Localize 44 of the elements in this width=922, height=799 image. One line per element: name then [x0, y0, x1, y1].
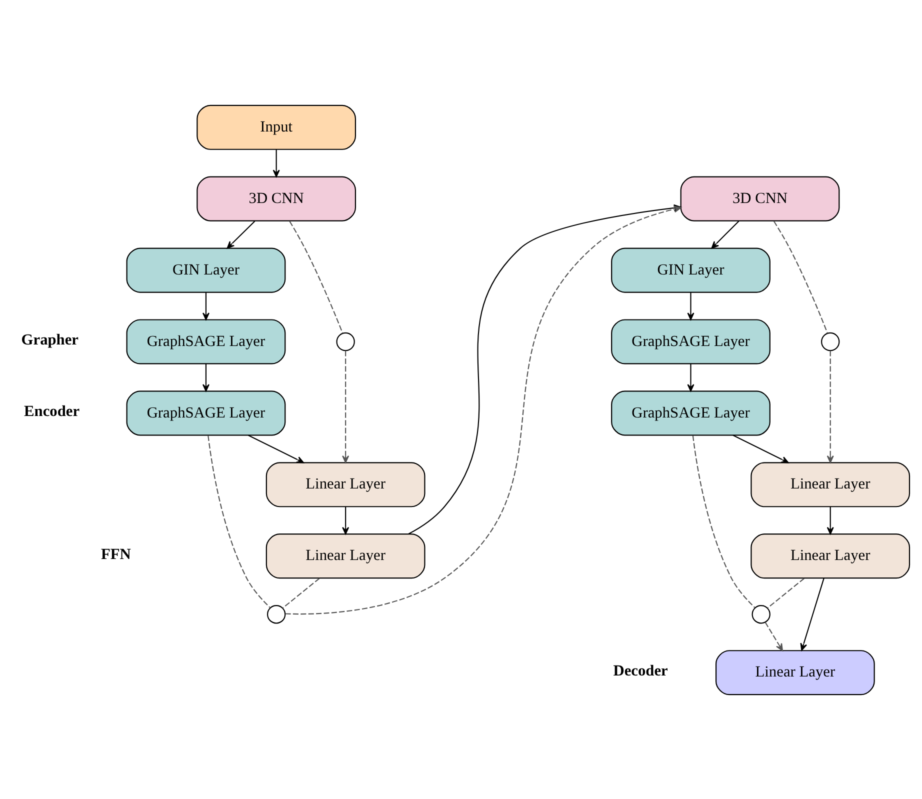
node-box: Linear Layer — [266, 533, 426, 578]
label: Decoder — [613, 662, 668, 680]
arrow — [711, 220, 740, 248]
node-box: Linear Layer — [750, 462, 910, 507]
node-box: GraphSAGE Layer — [126, 390, 286, 436]
connector — [289, 220, 344, 334]
arrow — [687, 292, 694, 320]
node-box: GraphSAGE Layer — [611, 390, 770, 436]
arrow — [732, 434, 789, 463]
arrow — [342, 506, 350, 534]
arrow — [764, 622, 783, 651]
arrow — [202, 364, 210, 392]
node-box: 3D CNN — [680, 176, 840, 221]
connector — [773, 220, 828, 333]
node-circle — [266, 604, 286, 624]
node-box: GIN Layer — [126, 247, 286, 292]
connector — [282, 577, 320, 608]
arrow — [826, 506, 834, 534]
arrow — [248, 434, 304, 463]
node-box: 3D CNN — [196, 176, 356, 221]
node-box: Linear Layer — [715, 650, 875, 695]
arrow — [342, 350, 350, 463]
connector — [767, 577, 805, 608]
connector — [692, 434, 756, 608]
node-circle — [752, 604, 770, 624]
label: Encoder — [24, 402, 80, 420]
arrow — [272, 149, 280, 177]
arrow — [226, 220, 256, 248]
node-box: Input — [196, 104, 356, 150]
arrow — [800, 578, 824, 650]
arrow — [826, 350, 834, 463]
connector — [208, 434, 270, 608]
node-box: GraphSAGE Layer — [611, 318, 770, 364]
node-box: Linear Layer — [266, 462, 426, 507]
arrow — [285, 205, 682, 614]
node-circle — [336, 332, 355, 351]
label: FFN — [100, 546, 131, 563]
node-box: Linear Layer — [750, 533, 910, 578]
arrow — [687, 364, 694, 392]
arrow — [202, 292, 210, 320]
label: Grapher — [21, 331, 79, 348]
node-box: GraphSAGE Layer — [126, 318, 286, 364]
node-circle — [821, 332, 840, 351]
node-box: GIN Layer — [611, 247, 770, 292]
